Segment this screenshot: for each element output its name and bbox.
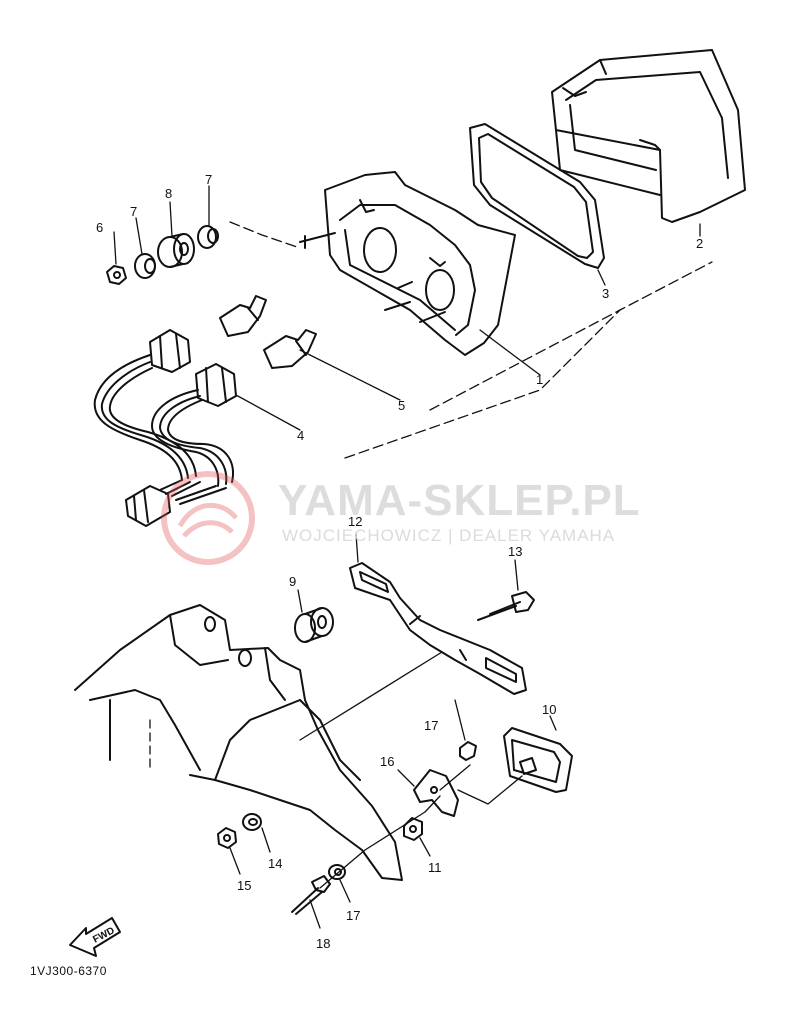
callout-2: 2 bbox=[696, 236, 703, 251]
fwd-arrow-icon bbox=[69, 917, 121, 957]
reflector-stay-16 bbox=[413, 769, 459, 817]
grommet-8 bbox=[157, 233, 195, 268]
license-bracket bbox=[349, 562, 527, 695]
taillight-housing bbox=[299, 171, 516, 356]
washer-14 bbox=[242, 813, 262, 831]
callout-7-right: 7 bbox=[205, 172, 212, 187]
callout-17-lower: 17 bbox=[346, 908, 360, 923]
callout-16: 16 bbox=[380, 754, 394, 769]
nut-15 bbox=[217, 827, 237, 849]
callout-8: 8 bbox=[165, 186, 172, 201]
bulb-upper bbox=[219, 295, 267, 337]
wire-harness bbox=[93, 329, 237, 505]
watermark-logo-icon bbox=[161, 471, 255, 565]
bolt-13 bbox=[477, 591, 535, 621]
callout-17-upper: 17 bbox=[424, 718, 438, 733]
nut-11 bbox=[403, 817, 423, 841]
watermark-subtitle: WOJCIECHOWICZ | DEALER YAMAHA bbox=[282, 526, 616, 545]
callout-15: 15 bbox=[237, 878, 251, 893]
rear-fender bbox=[74, 604, 403, 881]
callout-11: 11 bbox=[428, 860, 442, 875]
taillight-lens bbox=[551, 49, 746, 223]
callout-10: 10 bbox=[542, 702, 556, 717]
callout-13: 13 bbox=[508, 544, 522, 559]
bulb-lower bbox=[263, 329, 317, 369]
callout-14: 14 bbox=[268, 856, 282, 871]
nut-17-upper bbox=[459, 741, 477, 761]
callout-18: 18 bbox=[316, 936, 330, 951]
callout-6: 6 bbox=[96, 220, 103, 235]
washer-17-lower bbox=[328, 864, 346, 880]
callout-1: 1 bbox=[536, 372, 543, 387]
damper-9 bbox=[294, 607, 334, 643]
lens-gasket bbox=[469, 123, 605, 269]
washer-7-upper bbox=[197, 225, 219, 249]
screw-18 bbox=[291, 875, 331, 915]
washer-7 bbox=[134, 253, 156, 279]
callout-7-left: 7 bbox=[130, 204, 137, 219]
reflector-10 bbox=[503, 727, 573, 793]
callout-3: 3 bbox=[602, 286, 609, 301]
nut-6 bbox=[106, 265, 127, 285]
callout-4: 4 bbox=[297, 428, 304, 443]
callout-9: 9 bbox=[289, 574, 296, 589]
harness-connector bbox=[125, 485, 171, 527]
diagram-code: 1VJ300-6370 bbox=[30, 964, 107, 978]
callout-12: 12 bbox=[348, 514, 362, 529]
watermark-title: YAMA-SKLEP.PL bbox=[278, 476, 641, 525]
callout-5: 5 bbox=[398, 398, 405, 413]
